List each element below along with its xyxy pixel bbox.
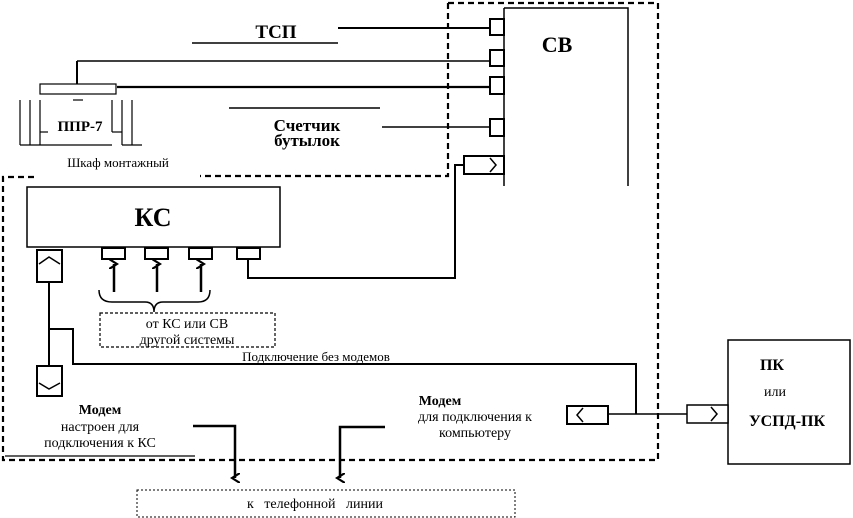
no-modem-label: Подключение без модемов — [242, 349, 390, 364]
ks-port-4 — [236, 247, 261, 260]
bottle-counter-label-2: бутылок — [274, 131, 340, 150]
phone-line-box[interactable]: к телефонной линии — [136, 489, 516, 518]
pc-block[interactable]: ПК или УСПД-ПК — [686, 339, 851, 465]
connector-chevron-left-icon — [576, 407, 584, 423]
ks-serial-port — [36, 249, 63, 283]
connector-chevron-icon — [489, 157, 497, 173]
sv-port-3 — [489, 76, 505, 95]
modem-ks-title: Модем — [79, 403, 122, 418]
other-system-label-1: от КС или СВ — [146, 317, 228, 332]
ks-port-3 — [188, 247, 213, 260]
modem-pc-label-1: для подключения к — [418, 410, 532, 425]
ks-port-1 — [101, 247, 126, 260]
connector-chevron-down-icon — [38, 382, 61, 390]
cabinet-upper-outline — [1, 1, 660, 462]
ks-to-sv-wire — [247, 164, 464, 279]
cabinet-inner-divider — [200, 3, 450, 178]
bottle-counter-block[interactable]: Счетчик бутылок — [229, 107, 380, 150]
cabinet-label: Шкаф монтажный — [67, 155, 169, 170]
modem-pc-title: Модем — [419, 394, 462, 409]
no-modem-wire — [49, 328, 637, 414]
sv-serial-port — [463, 155, 505, 175]
sv-label: СВ — [542, 32, 573, 57]
modem-ks-phone-wire — [193, 424, 235, 478]
sv-port-2 — [489, 49, 505, 67]
ks-label: КС — [135, 203, 172, 232]
modem-ks[interactable]: Модем настроен для подключения к КС — [36, 365, 156, 451]
ppr7-label: ППР-7 — [58, 119, 103, 135]
pc-label-2: или — [764, 385, 786, 400]
modem-pc-label-2: компьютеру — [439, 426, 511, 441]
tsp-label: ТСП — [255, 22, 296, 43]
cabinet-boundary — [1, 1, 660, 462]
input-brace — [98, 289, 211, 313]
bottle-counter-label-1: Счетчик — [274, 116, 341, 135]
other-system-source[interactable]: от КС или СВ другой системы — [99, 312, 276, 348]
connector-chevron-right-icon — [710, 406, 718, 422]
ppr7-block[interactable]: ППР-7 — [19, 60, 490, 146]
modem-pc[interactable]: Модем для подключения к компьютеру — [418, 394, 609, 441]
other-system-label-2: другой системы — [140, 333, 235, 348]
sv-port-4 — [489, 118, 505, 137]
tsp-block[interactable]: ТСП — [192, 22, 338, 44]
modem-ks-label-2: подключения к КС — [44, 436, 156, 451]
sv-block[interactable]: СВ — [463, 7, 629, 186]
pc-label-1: ПК — [760, 357, 784, 374]
phone-line-label: к телефонной линии — [247, 497, 384, 512]
pc-label-3: УСПД-ПК — [749, 413, 826, 430]
ks-port-2 — [144, 247, 169, 260]
input-arrows — [114, 264, 201, 292]
sv-port-1 — [489, 18, 505, 36]
modem-ks-label-1: настроен для — [61, 420, 140, 435]
connector-chevron-up-icon — [38, 256, 61, 265]
ks-block[interactable]: КС — [26, 186, 281, 283]
modem-pc-phone-wire — [340, 425, 385, 478]
